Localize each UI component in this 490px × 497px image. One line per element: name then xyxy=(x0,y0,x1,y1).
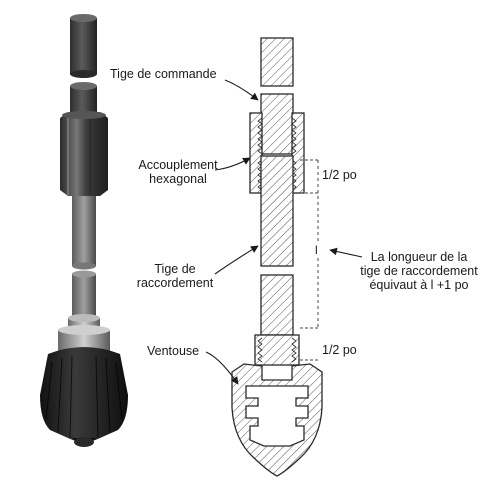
label-connecting-rod: Tige de raccordement xyxy=(130,262,220,290)
leader-control-rod xyxy=(224,79,259,101)
photo-connecting-rod xyxy=(72,196,96,324)
section-drawing xyxy=(231,37,323,477)
leader-connecting-rod xyxy=(214,245,259,275)
leader-suction-cup xyxy=(205,351,239,385)
photo-assembly xyxy=(40,14,128,447)
label-control-rod: Tige de commande xyxy=(110,67,217,81)
label-length-note: La longueur de la tige de raccordement é… xyxy=(358,250,480,292)
label-suction-cup: Ventouse xyxy=(147,344,200,358)
leader-hex-coupling xyxy=(214,157,251,171)
label-connecting-rod-line1: Tige de xyxy=(154,262,196,276)
photo-control-rod-lower xyxy=(70,82,97,116)
label-hex-coupling-line2: hexagonal xyxy=(149,172,207,186)
label-length-note-line3: équivaut à l +1 po xyxy=(369,278,469,292)
label-connecting-rod-line2: raccordement xyxy=(136,276,214,290)
label-half-inch-top: 1/2 po xyxy=(322,168,357,182)
leader-lines xyxy=(205,79,363,385)
photo-control-rod-top xyxy=(70,14,97,78)
label-hex-coupling-line1: Accouplement xyxy=(138,158,218,172)
section-hex-coupling-right xyxy=(291,112,305,194)
photo-chuck-collar xyxy=(58,314,110,352)
label-length-note-line1: La longueur de la xyxy=(370,250,468,264)
label-half-inch-bottom: 1/2 po xyxy=(322,343,357,357)
label-hex-coupling: Accouplement hexagonal xyxy=(138,158,218,186)
section-control-rod-top xyxy=(260,37,294,87)
section-control-rod-lower xyxy=(260,93,294,155)
section-connecting-rod-upper xyxy=(260,155,294,267)
label-length-note-line2: tige de raccordement xyxy=(360,264,478,278)
photo-suction-cup xyxy=(40,347,128,447)
label-length-marker: l xyxy=(315,243,318,257)
dimension-lines xyxy=(300,159,320,361)
section-connecting-rod-lower xyxy=(260,274,294,336)
photo-hex-coupling xyxy=(60,111,108,196)
section-cup-cavity xyxy=(245,385,309,447)
section-hex-coupling-left xyxy=(249,112,263,194)
leader-length-note xyxy=(329,247,363,258)
